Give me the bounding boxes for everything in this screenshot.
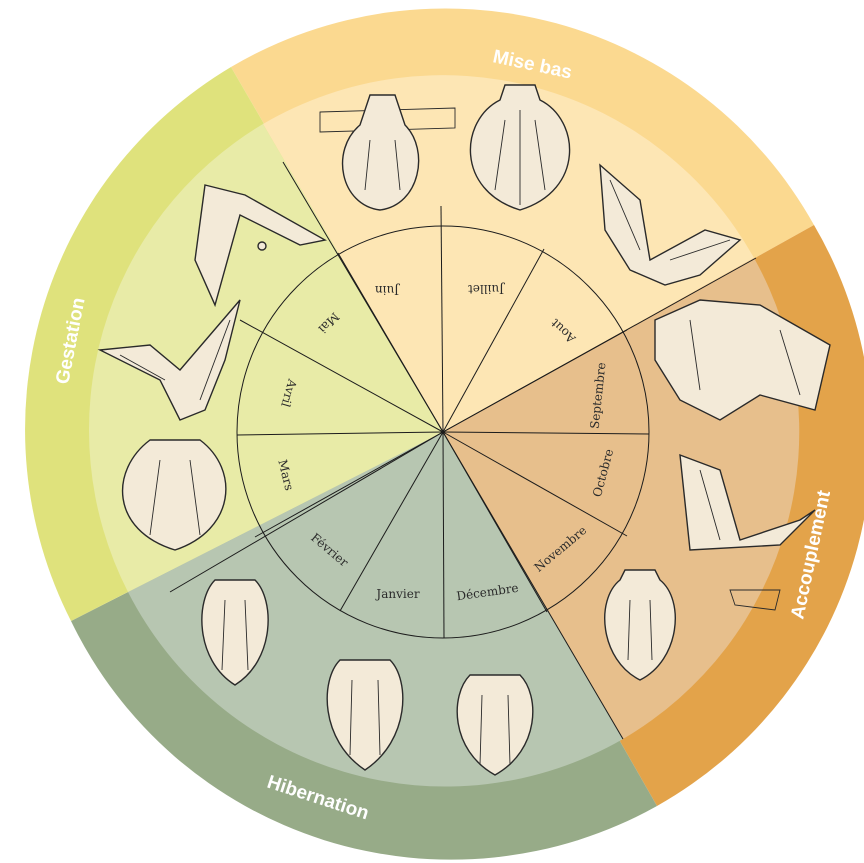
- month-label-janvier: Janvier: [374, 587, 419, 601]
- month-label-juillet: Juillet: [468, 282, 506, 296]
- month-label-juin: Juin: [375, 283, 401, 297]
